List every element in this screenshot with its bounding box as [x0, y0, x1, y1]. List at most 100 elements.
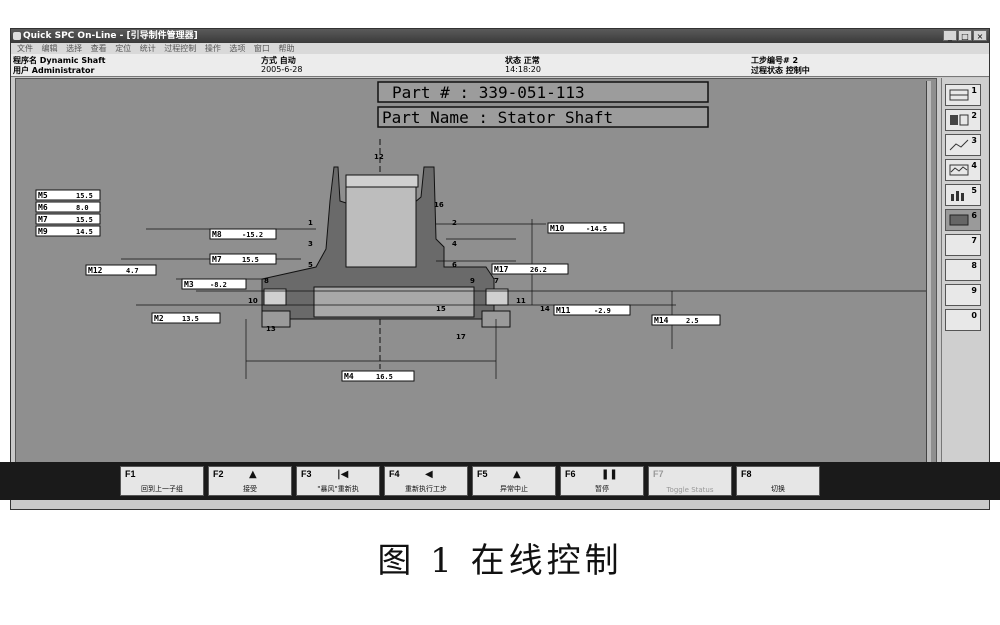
measurement-tags: M5 15.5 M6 8.0 M7 15.5 M9 14.5 M8 -15.2 …: [35, 189, 721, 382]
panel-tab-6[interactable]: 6: [945, 209, 981, 231]
tag-value: -14.5: [586, 225, 607, 233]
menu-file[interactable]: 文件: [17, 44, 33, 53]
tag-value: 8.0: [76, 204, 89, 212]
function-key-bar: F1 回到上一子组 F2 ▲ 接受 F3 |◀ "暴风"重新执 F4 ◀ 重新执…: [0, 462, 1000, 500]
process-status: 过程状态 控制中: [751, 66, 810, 75]
tag-value: 15.5: [242, 256, 259, 264]
tag-label: M2: [154, 314, 164, 323]
menu-process[interactable]: 过程控制: [164, 44, 197, 53]
abort-icon: ▲: [513, 469, 521, 480]
menu-edit[interactable]: 编辑: [41, 44, 58, 53]
f5-button[interactable]: F5 ▲ 异常中止: [472, 466, 556, 496]
grid-icon: [950, 114, 969, 126]
panel-tab-8[interactable]: 8: [945, 259, 981, 281]
tag-label: M14: [654, 316, 669, 325]
point-6: 6: [452, 261, 457, 269]
histogram-icon: [951, 191, 964, 201]
tag-value: -2.9: [594, 307, 611, 315]
tag-value: 14.5: [76, 228, 93, 236]
panel-tab-9[interactable]: 9: [945, 284, 981, 306]
tag-value: 15.5: [76, 216, 93, 224]
panel-tab-4[interactable]: 4: [945, 159, 981, 181]
user-name: 用户 Administrator: [13, 66, 95, 75]
panel-tab-5[interactable]: 5: [945, 184, 981, 206]
point-9: 9: [470, 277, 475, 285]
f1-button[interactable]: F1 回到上一子组: [120, 466, 204, 496]
tag-value: 15.5: [76, 192, 93, 200]
f4-button[interactable]: F4 ◀ 重新执行工步: [384, 466, 468, 496]
maximize-button[interactable]: □: [958, 30, 972, 41]
point-16: 16: [434, 201, 444, 209]
dimension-lines: [121, 219, 926, 379]
f7-button[interactable]: F7 Toggle Status: [648, 466, 732, 496]
f3-button[interactable]: F3 |◀ "暴风"重新执: [296, 466, 380, 496]
layout-icon: [949, 89, 969, 101]
tag-value: -8.2: [210, 281, 227, 289]
part-number: Part # : 339-051-113: [392, 83, 585, 102]
tag-value: 13.5: [182, 315, 199, 323]
panel-tab-2[interactable]: 2: [945, 109, 981, 131]
step-number: 工步编号# 2: [751, 56, 799, 65]
point-4: 4: [452, 240, 457, 248]
close-button[interactable]: ×: [973, 30, 987, 41]
skip-back-icon: |◀: [337, 469, 349, 480]
drawing-canvas: Part # : 339-051-113 Part Name : Stator …: [15, 78, 937, 484]
menu-options[interactable]: 选项: [229, 44, 246, 53]
point-10: 10: [248, 297, 258, 305]
menu-operate[interactable]: 操作: [204, 44, 221, 53]
pause-icon: ❚❚: [601, 469, 618, 480]
menu-stats[interactable]: 统计: [139, 44, 156, 53]
point-numbers: 1 2 3 4 5 6 7 8 9 10 11 12 13 14 15 16 1…: [248, 153, 550, 341]
accept-icon: ▲: [249, 469, 257, 480]
tag-label: M8: [212, 230, 222, 239]
tag-label: M6: [38, 203, 48, 212]
right-tool-panel: 1 2 3 4 5 6 7 8 9 0: [941, 78, 988, 484]
application-window: Quick SPC On-Line - [引导制件管理器] _ □ × 文件 编…: [10, 28, 990, 510]
menu-select[interactable]: 选择: [66, 44, 83, 53]
flange-section: [313, 286, 475, 318]
point-2: 2: [452, 219, 457, 227]
panel-tab-7[interactable]: 7: [945, 234, 981, 256]
status: 状态 正常: [505, 56, 540, 65]
time: 14:18:20: [505, 65, 541, 74]
left-bolt: [263, 288, 287, 306]
point-8: 8: [264, 277, 269, 285]
f8-button[interactable]: F8 切换: [736, 466, 820, 496]
top-collar: [345, 174, 419, 188]
point-5: 5: [308, 261, 313, 269]
panel-tab-1[interactable]: 1: [945, 84, 981, 106]
window-title: Quick SPC On-Line - [引导制件管理器]: [23, 31, 198, 41]
menu-bar: 文件 编辑 选择 查看 定位 统计 过程控制 操作 选项 窗口 帮助: [11, 43, 989, 54]
status-info-bar: 程序名 Dynamic Shaft 用户 Administrator 方式 自动…: [11, 54, 989, 77]
tag-label: M10: [550, 224, 565, 233]
panel-tab-3[interactable]: 3: [945, 134, 981, 156]
tag-value: 26.2: [530, 266, 547, 274]
point-7: 7: [494, 277, 499, 285]
tag-value: -15.2: [242, 231, 263, 239]
point-14: 14: [540, 305, 550, 313]
menu-help[interactable]: 帮助: [278, 44, 295, 53]
f6-button[interactable]: F6 ❚❚ 暂停: [560, 466, 644, 496]
menu-locate[interactable]: 定位: [115, 44, 132, 53]
tag-value: 2.5: [686, 317, 699, 325]
point-13: 13: [266, 325, 276, 333]
panel-tab-0[interactable]: 0: [945, 309, 981, 331]
menu-view[interactable]: 查看: [90, 44, 107, 53]
menu-window[interactable]: 窗口: [253, 44, 270, 53]
point-12: 12: [374, 153, 384, 161]
point-17: 17: [456, 333, 466, 341]
f2-button[interactable]: F2 ▲ 接受: [208, 466, 292, 496]
program-name: 程序名 Dynamic Shaft: [13, 56, 106, 65]
tag-label: M4: [344, 372, 354, 381]
bore-section: [345, 184, 417, 268]
figure-caption: 图 1 在线控制: [377, 541, 623, 581]
tag-label: M7: [212, 255, 222, 264]
date: 2005-6-28: [261, 65, 303, 74]
canvas-scrollbar[interactable]: [926, 81, 931, 479]
part-name: Part Name : Stator Shaft: [382, 108, 613, 127]
minimize-button[interactable]: _: [943, 30, 957, 41]
tag-label: M12: [88, 266, 103, 275]
mode: 方式 自动: [261, 56, 296, 65]
part-number-box: [377, 81, 709, 103]
tag-label: M3: [184, 280, 194, 289]
